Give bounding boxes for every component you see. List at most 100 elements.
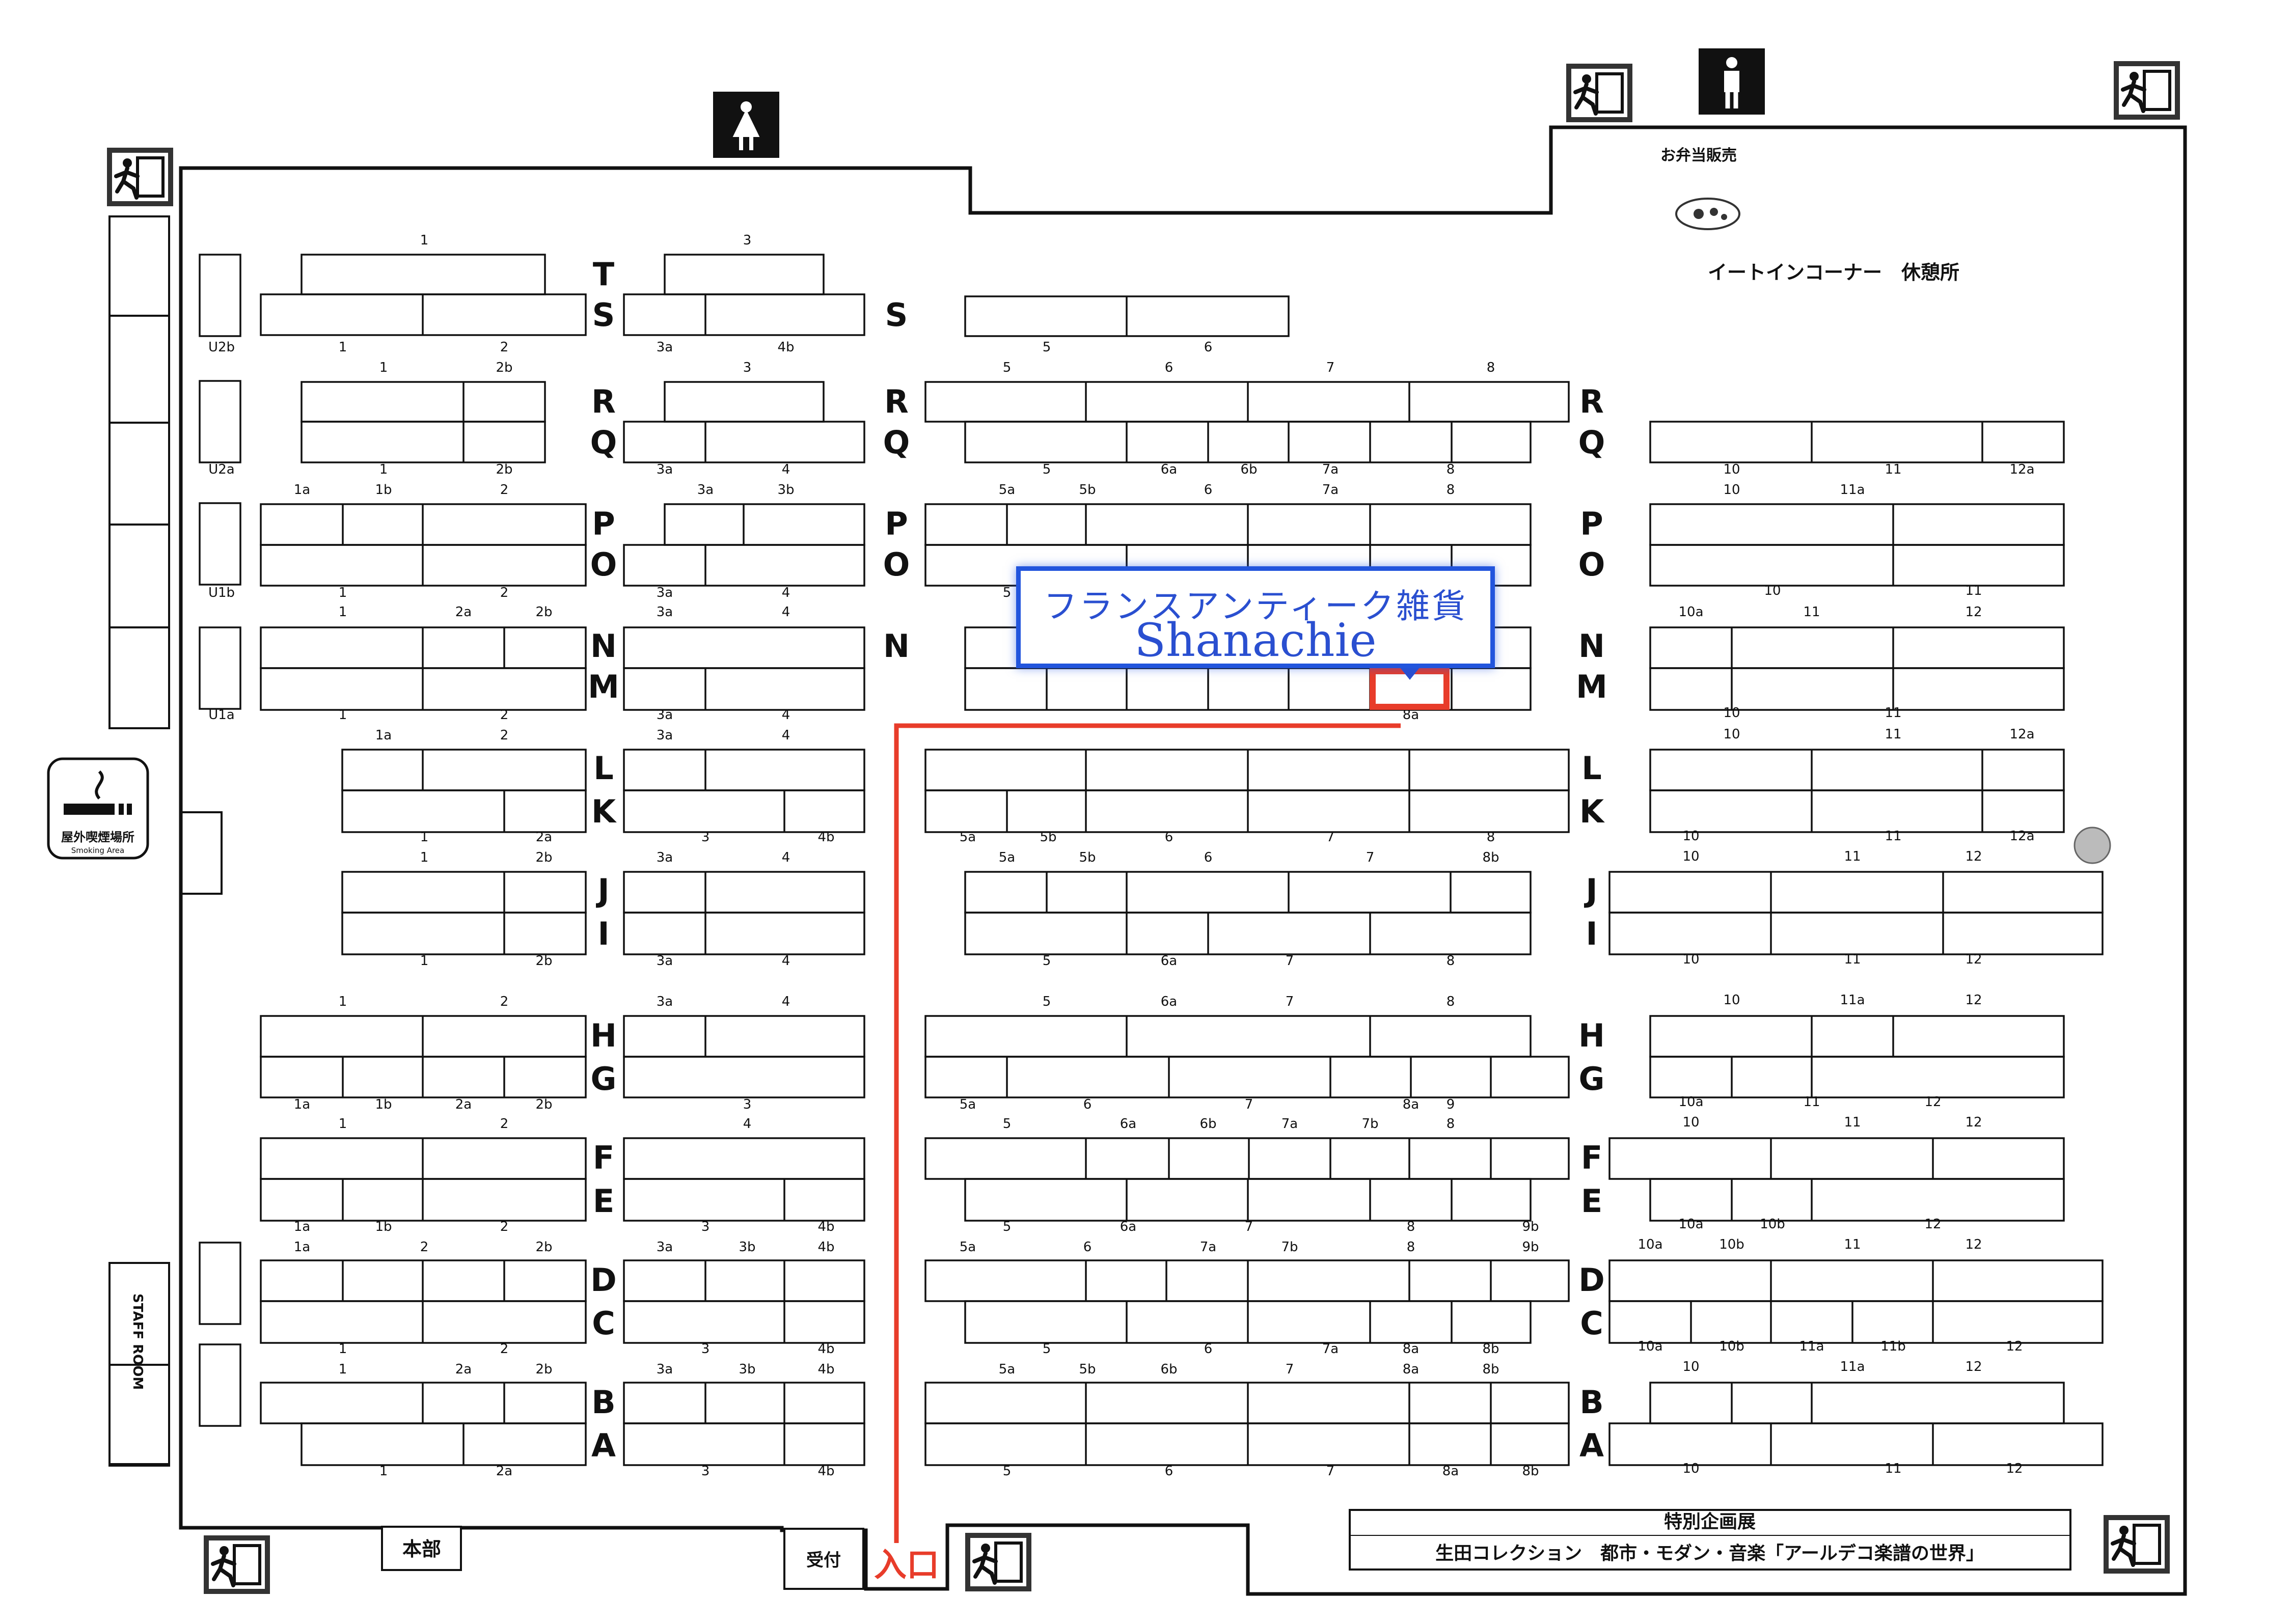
booth-number: 10 bbox=[1682, 1359, 1699, 1374]
shop-callout: フランスアンティーク雑貨 Shanachie bbox=[1016, 566, 1495, 668]
booth-number: 3a bbox=[657, 604, 673, 620]
booth-number: 8 bbox=[1487, 360, 1495, 375]
booth-number: 3b bbox=[739, 1362, 755, 1377]
booth-number: 4b bbox=[777, 340, 794, 355]
booth-block bbox=[199, 254, 241, 337]
booth-number: 1b bbox=[375, 1219, 392, 1234]
booth-number: 6a bbox=[1161, 994, 1177, 1009]
booth-number: 12 bbox=[1924, 1217, 1941, 1232]
booth-number: 8b bbox=[1482, 1362, 1499, 1377]
booth-number: 5 bbox=[1043, 953, 1051, 969]
row-letter: B bbox=[1579, 1384, 1603, 1421]
booth-number: 7 bbox=[1245, 1097, 1253, 1112]
row-letter: S bbox=[885, 296, 908, 334]
emergency-exit-icon bbox=[204, 1535, 270, 1594]
booth-number: 5 bbox=[1043, 1341, 1051, 1357]
booth-number: 12 bbox=[1965, 604, 1982, 620]
booth-number: 6 bbox=[1083, 1240, 1092, 1255]
booth-number: 3a bbox=[657, 728, 673, 743]
booth-block bbox=[664, 254, 825, 295]
booth-block bbox=[1608, 1422, 2104, 1466]
booth-number: 6 bbox=[1165, 360, 1174, 375]
booth-block bbox=[623, 421, 865, 463]
booth-block bbox=[1608, 912, 2104, 955]
row-letter: T bbox=[593, 256, 614, 293]
booth-number: 11a bbox=[1840, 993, 1865, 1008]
row-letter: P bbox=[885, 505, 908, 542]
row-letter: J bbox=[595, 872, 609, 909]
booth-number: 6 bbox=[1083, 1097, 1092, 1112]
booth-number: 1a bbox=[294, 1219, 310, 1234]
uketsuke-box bbox=[783, 1528, 864, 1590]
booth-number: 3a bbox=[657, 953, 673, 969]
booth-number: 4b bbox=[817, 1464, 834, 1479]
booth-number: 2b bbox=[496, 462, 512, 477]
booth-number: 10a bbox=[1638, 1237, 1662, 1252]
booth-number: 12 bbox=[1924, 1094, 1941, 1110]
booth-number: 3a bbox=[657, 462, 673, 477]
uketsuke-label: 受付 bbox=[806, 1550, 841, 1571]
booth-block bbox=[199, 1242, 241, 1325]
booth-number: 10 bbox=[1682, 1115, 1699, 1130]
booth-number: 6a bbox=[1161, 953, 1177, 969]
booth-number: 12 bbox=[1965, 1115, 1982, 1130]
callout-jp-label: フランスアンティーク雑貨 bbox=[1043, 587, 1468, 626]
booth-number: U2b bbox=[208, 340, 235, 355]
booth-number: 11 bbox=[1844, 1237, 1861, 1252]
booth-block bbox=[964, 871, 1532, 914]
booth-number: 6 bbox=[1204, 850, 1213, 865]
booth-number: 2b bbox=[535, 1097, 552, 1112]
booth-number: 3a bbox=[657, 1362, 673, 1377]
row-letter: Q bbox=[883, 424, 910, 461]
booth-number: 2 bbox=[500, 994, 509, 1009]
booth-block bbox=[1649, 1382, 2065, 1424]
booth-number: 5a bbox=[960, 1240, 976, 1255]
booth-block bbox=[623, 1300, 865, 1344]
row-letter: E bbox=[1581, 1182, 1602, 1220]
booth-number: 1a bbox=[294, 1097, 310, 1112]
emergency-exit-icon bbox=[965, 1533, 1031, 1591]
booth-number: 1 bbox=[339, 1362, 347, 1377]
row-letter: R bbox=[884, 383, 909, 420]
row-letter: Q bbox=[1578, 424, 1605, 461]
booth-number: 6b bbox=[1199, 1116, 1216, 1132]
booth-number: 6 bbox=[1204, 482, 1213, 498]
booth-number: U1b bbox=[208, 585, 235, 600]
smoking-area-sign bbox=[47, 757, 149, 860]
booth-number: 10 bbox=[1723, 482, 1740, 498]
exhibit-title: 特別企画展 bbox=[1664, 1511, 1756, 1532]
booth-number: 11 bbox=[1885, 462, 1901, 477]
row-letter: D bbox=[1578, 1261, 1604, 1299]
booth-block bbox=[623, 1137, 865, 1180]
booth-number: 12a bbox=[2009, 462, 2034, 477]
booth-number: 6b bbox=[1240, 462, 1257, 477]
booth-number: 2a bbox=[455, 1097, 472, 1112]
booth-number: 12 bbox=[2006, 1339, 2023, 1354]
row-letter: H bbox=[590, 1017, 617, 1054]
booth-number: 4b bbox=[817, 830, 834, 845]
emergency-exit-icon bbox=[107, 148, 173, 206]
booth-number: 5b bbox=[1040, 830, 1056, 845]
booth-number: 2a bbox=[455, 604, 472, 620]
booth-block bbox=[1649, 503, 2065, 546]
booth-number: 7 bbox=[1326, 1464, 1335, 1479]
booth-number: 1a bbox=[294, 482, 310, 498]
column-marker bbox=[2073, 827, 2111, 864]
bento-icon bbox=[1675, 198, 1740, 230]
booth-block bbox=[623, 912, 865, 955]
booth-number: 3a bbox=[697, 482, 714, 498]
booth-block bbox=[964, 421, 1532, 463]
booth-block bbox=[623, 1422, 865, 1466]
booth-block bbox=[623, 544, 865, 587]
row-letter: O bbox=[1578, 546, 1605, 583]
booth-number: 10b bbox=[1760, 1217, 1785, 1232]
booth-number: 7 bbox=[1286, 1362, 1294, 1377]
booth-number: 1b bbox=[375, 1097, 392, 1112]
row-letter: K bbox=[591, 793, 617, 830]
row-letter: M bbox=[1576, 668, 1607, 705]
booth-number: 7 bbox=[1326, 830, 1335, 845]
booth-number: 4b bbox=[817, 1219, 834, 1234]
booth-block bbox=[341, 749, 587, 791]
booth-number: 8 bbox=[1447, 994, 1455, 1009]
honbu-label: 本部 bbox=[402, 1538, 441, 1560]
